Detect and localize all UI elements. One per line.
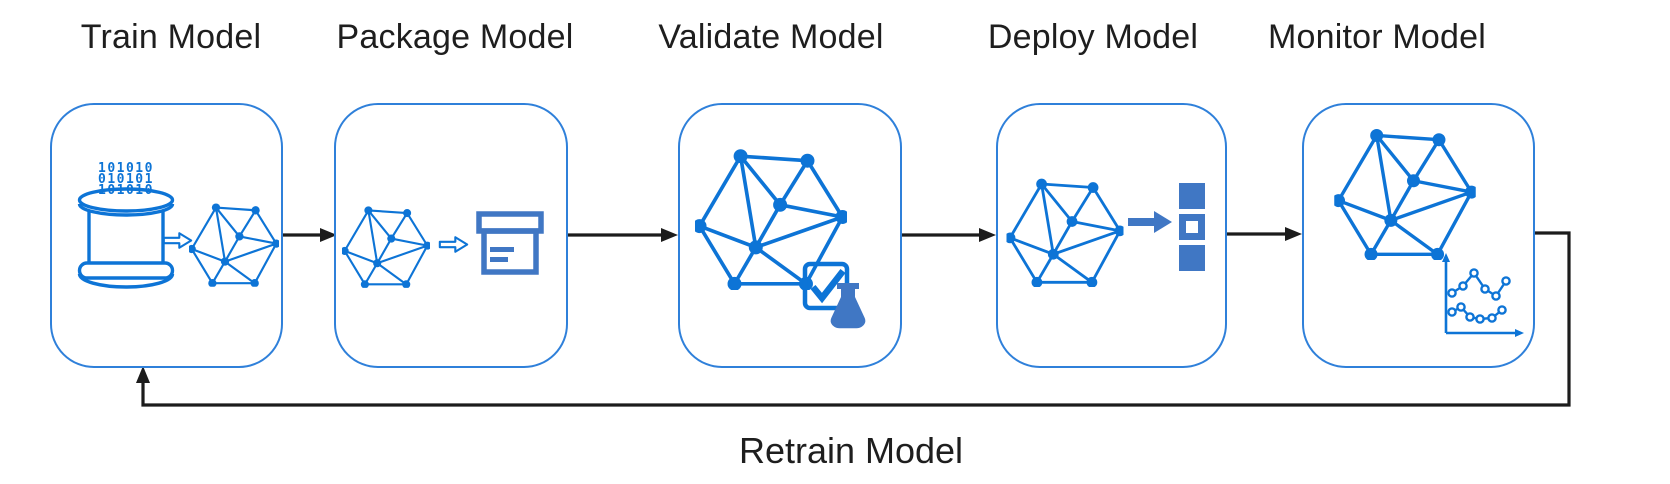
- stage-title-deploy: Deploy Model: [987, 18, 1199, 56]
- stacked-squares-icon: [1179, 183, 1205, 271]
- stage-box-package: [334, 103, 568, 368]
- stage-title-validate: Validate Model: [658, 18, 884, 56]
- arrow-package-to-validate: [568, 228, 678, 242]
- network-graph-icon: [342, 205, 430, 288]
- stage-box-deploy: [996, 103, 1227, 368]
- network-graph-icon: [1006, 177, 1124, 287]
- stage-title-train: Train Model: [80, 18, 262, 56]
- stage-title-monitor: Monitor Model: [1267, 18, 1487, 56]
- package-box-icon: [476, 211, 544, 275]
- network-graph-icon: [1332, 127, 1478, 260]
- stage-title-package: Package Model: [336, 18, 574, 56]
- arrow-train-to-package: [283, 228, 337, 242]
- flask-icon: [830, 283, 866, 329]
- arrow-validate-to-deploy: [902, 228, 996, 242]
- arrow-deploy-to-monitor: [1227, 227, 1302, 241]
- network-graph-icon: [189, 202, 279, 287]
- line-chart-icon: [1442, 253, 1524, 337]
- stage-box-monitor: [1302, 103, 1535, 368]
- deploy-arrow-icon: [1128, 211, 1172, 233]
- transform-arrow-icon: [438, 234, 469, 255]
- stage-box-train: 101010 010101 101010: [50, 103, 283, 368]
- database-icon: [77, 187, 175, 289]
- retrain-label: Retrain Model: [738, 430, 964, 471]
- stage-box-validate: [678, 103, 902, 368]
